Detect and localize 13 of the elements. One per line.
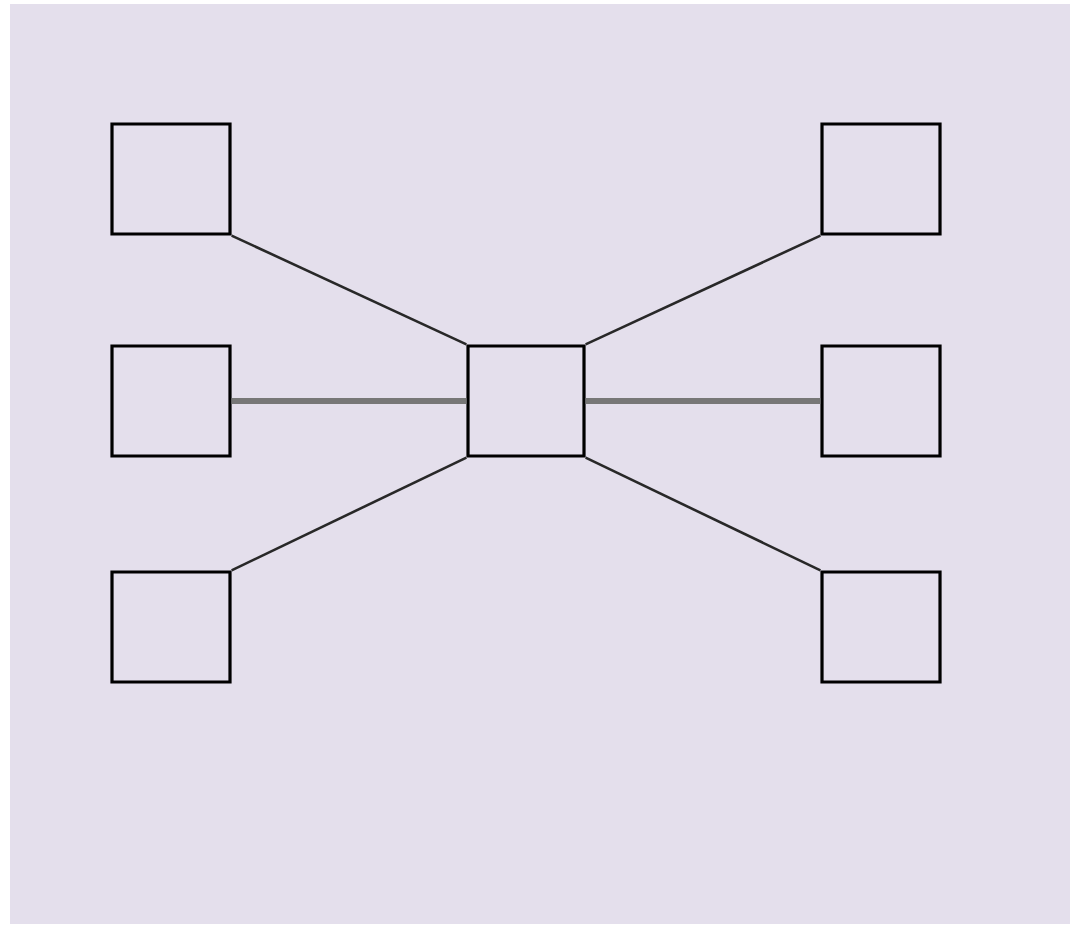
box <box>820 570 942 684</box>
connector-line <box>231 234 467 346</box>
box <box>820 122 942 236</box>
box <box>820 344 942 458</box>
connector-line <box>231 398 467 404</box>
connector-line <box>585 234 821 346</box>
connector-line <box>585 398 821 404</box>
box <box>110 570 232 684</box>
box <box>110 122 232 236</box>
box <box>466 344 586 458</box>
connector-line <box>585 456 821 572</box>
connector-line <box>231 456 467 572</box>
box <box>110 344 232 458</box>
